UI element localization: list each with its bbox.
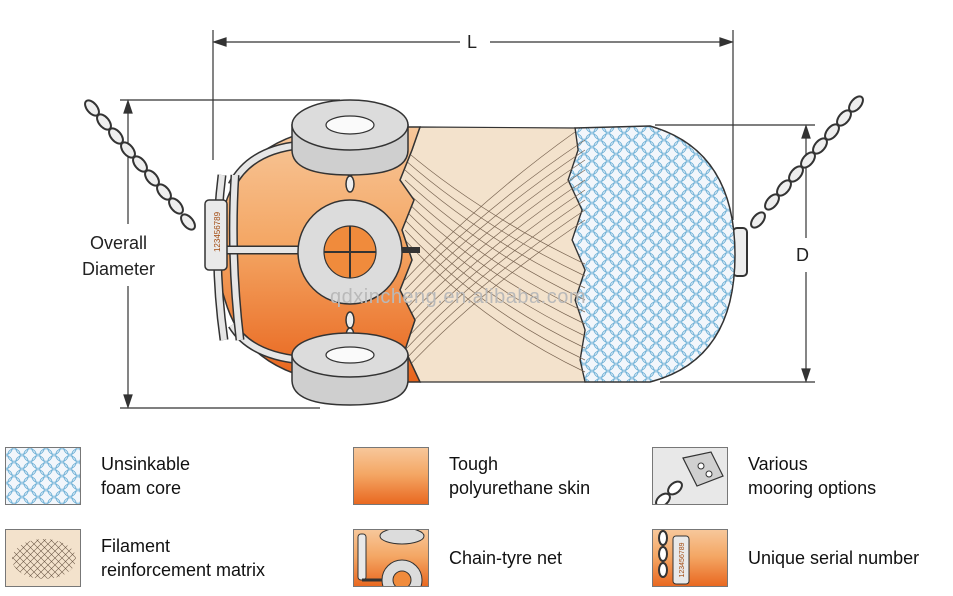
- legend-foam-core: Unsinkable foam core: [5, 447, 190, 505]
- legend-label: Unsinkable foam core: [101, 454, 191, 498]
- legend-label: Chain-tyre net: [449, 548, 563, 568]
- chain-tyre-net: [212, 140, 420, 365]
- serial-plate: 123456789: [204, 199, 228, 271]
- filament-matrix-swatch: [5, 529, 81, 587]
- diameter-label: D: [796, 245, 809, 265]
- legend-serial-number: 123456789 Unique serial number: [652, 529, 919, 587]
- watermark-text: qdxincheng.en.alibaba.com: [330, 286, 587, 308]
- left-mooring-chain: [81, 96, 199, 234]
- chain-tyre-net-swatch: [353, 529, 429, 587]
- legend-polyurethane-skin: Tough polyurethane skin: [353, 447, 590, 505]
- legend-label: Various mooring options: [748, 454, 877, 498]
- legend-label: Filament reinforcement matrix: [101, 536, 266, 580]
- overall-diameter-dimension: [120, 99, 340, 409]
- polyurethane-skin-swatch: [353, 447, 429, 505]
- foam-core: [567, 125, 736, 383]
- middle-tyre: [297, 199, 403, 305]
- diameter-dimension: [655, 124, 815, 383]
- foam-core-swatch: [5, 447, 81, 505]
- legend-label: Tough polyurethane skin: [449, 454, 591, 498]
- legend-mooring-options: Various mooring options: [652, 447, 876, 505]
- filament-matrix: [399, 126, 586, 383]
- length-dimension: [212, 30, 734, 220]
- serial-number-swatch: 123456789: [652, 529, 728, 587]
- bottom-tyre: [291, 332, 409, 406]
- fender-diagram: 123456789: [81, 30, 867, 409]
- legend-chain-tyre-net: Chain-tyre net: [353, 529, 562, 587]
- serial-swatch-text: 123456789: [679, 542, 686, 577]
- serial-number-text: 123456789: [213, 211, 222, 252]
- overall-diameter-label: Overall Diameter: [82, 233, 156, 279]
- mooring-options-swatch: [652, 447, 728, 505]
- legend-label: Unique serial number: [748, 548, 920, 568]
- top-tyre: [291, 99, 409, 176]
- length-label: L: [467, 32, 478, 52]
- legend-filament-matrix: Filament reinforcement matrix: [5, 529, 265, 587]
